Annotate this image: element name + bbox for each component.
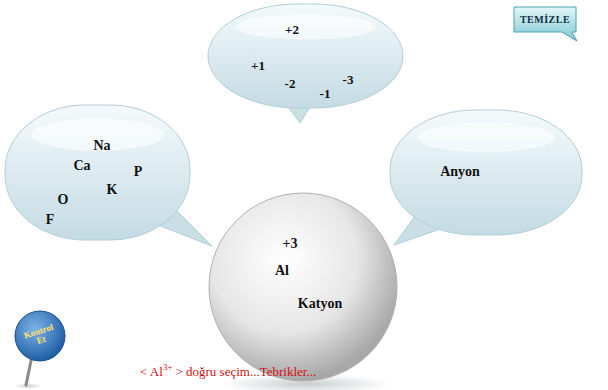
choice-text: K — [107, 182, 118, 198]
choice-text: Na — [93, 138, 110, 154]
choice-text: Katyon — [298, 296, 342, 312]
bubble-gloss — [235, 14, 375, 39]
bubble-body — [390, 110, 582, 235]
speech-bubble: +2 +1 -2 -3 -1 — [200, 0, 415, 125]
clear-button: TEMİZLE — [512, 6, 578, 42]
bubble-body — [5, 105, 190, 240]
choice-text: -3 — [343, 72, 354, 88]
node-outline — [380, 105, 592, 247]
choice-text: +3 — [283, 236, 298, 252]
node-outline — [0, 100, 215, 250]
choice-text: +2 — [285, 22, 299, 38]
choice-text: O — [58, 192, 69, 208]
feedback-line: < Al3+> doğru seçim...Tebrikler... — [140, 362, 316, 380]
node-outline — [208, 192, 398, 382]
speech-bubble: NaCa PK OF — [0, 100, 215, 250]
button-label: TEMİZLE — [520, 14, 570, 25]
speech-bubble: Anyon — [380, 105, 592, 247]
node-outline — [8, 310, 70, 386]
choice-text: Al — [275, 263, 289, 279]
bubble-body — [208, 4, 403, 108]
pin-shadow — [14, 383, 42, 389]
choice-text: P — [134, 164, 143, 180]
choice-text: Anyon — [440, 164, 480, 180]
node-outline — [200, 0, 415, 125]
sphere-body — [209, 193, 397, 381]
check-button: Kontrol Et — [8, 310, 70, 386]
feedback-text: > doğru seçim...Tebrikler... — [175, 364, 316, 379]
choice-text: +1 — [251, 58, 265, 74]
pin-needle — [26, 356, 32, 385]
bubble-gloss — [417, 123, 555, 153]
choice-text: F — [46, 212, 55, 228]
feedback-text: < Al — [140, 364, 163, 379]
answer-sphere: +3AlKatyon — [208, 192, 398, 382]
pin-head — [15, 311, 65, 361]
choice-text: Ca — [73, 158, 90, 174]
button-tag — [514, 7, 577, 41]
ion-charge: 3+ — [163, 362, 173, 372]
choice-text: -2 — [285, 76, 296, 92]
choice-text: -1 — [320, 86, 331, 102]
